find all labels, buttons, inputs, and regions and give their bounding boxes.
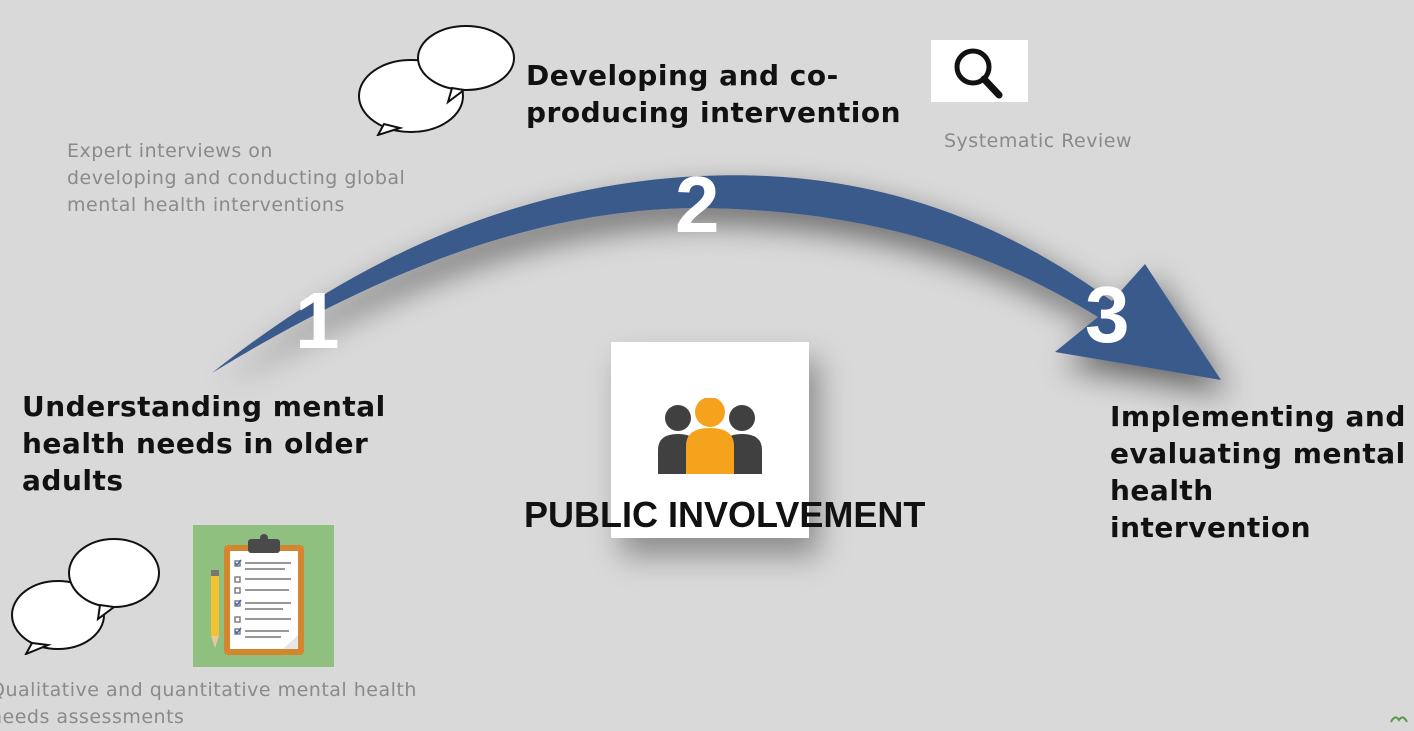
public-involvement-card	[611, 342, 809, 538]
magnifier-icon	[954, 48, 1003, 99]
needs-assessment-card	[193, 525, 334, 667]
step-3-title: Implementing and evaluating mental healt…	[1110, 398, 1414, 546]
expert-interviews-note: Expert interviews on developing and cond…	[67, 138, 405, 219]
step-2-number: 2	[675, 160, 720, 249]
public-involvement-label: PUBLIC INVOLVEMENT	[524, 494, 926, 535]
expert-interviews-line: Expert interviews on	[67, 140, 273, 162]
needs-assessments-line: Qualitative and quantitative mental heal…	[0, 679, 417, 701]
expert-interviews-line: mental health interventions	[67, 194, 345, 216]
speech-bubbles-icon	[11, 538, 160, 655]
step-3-title-line: health intervention	[1110, 474, 1312, 544]
step-3-title-line: evaluating mental	[1110, 437, 1406, 470]
expert-interviews-line: developing and conducting global	[67, 167, 406, 189]
systematic-review-note: Systematic Review	[944, 130, 1132, 152]
people-group-icon	[658, 398, 762, 474]
step-1-title-line: health needs in older	[22, 427, 369, 460]
step-2-title-line: producing intervention	[526, 96, 902, 129]
clipboard-icon	[224, 534, 304, 655]
speech-bubbles-icon	[358, 25, 515, 136]
step-1-number: 1	[295, 276, 340, 365]
step-2-title-line: Developing and co-	[526, 59, 839, 92]
step-2-title: Developing and co- producing interventio…	[526, 57, 901, 131]
needs-assessments-note: Qualitative and quantitative mental heal…	[0, 677, 417, 731]
step-1-title: Understanding mental health needs in old…	[22, 388, 386, 499]
step-3-number: 3	[1085, 270, 1130, 359]
step-1-title-line: Understanding mental	[22, 390, 386, 423]
pencil-icon	[211, 570, 219, 648]
step-1-title-line: adults	[22, 464, 124, 497]
systematic-review-card	[931, 40, 1028, 102]
logo-icon	[1390, 716, 1408, 723]
needs-assessments-line: needs assessments	[0, 706, 185, 728]
arrow-body	[212, 175, 1221, 380]
step-3-title-line: Implementing and	[1110, 400, 1406, 433]
